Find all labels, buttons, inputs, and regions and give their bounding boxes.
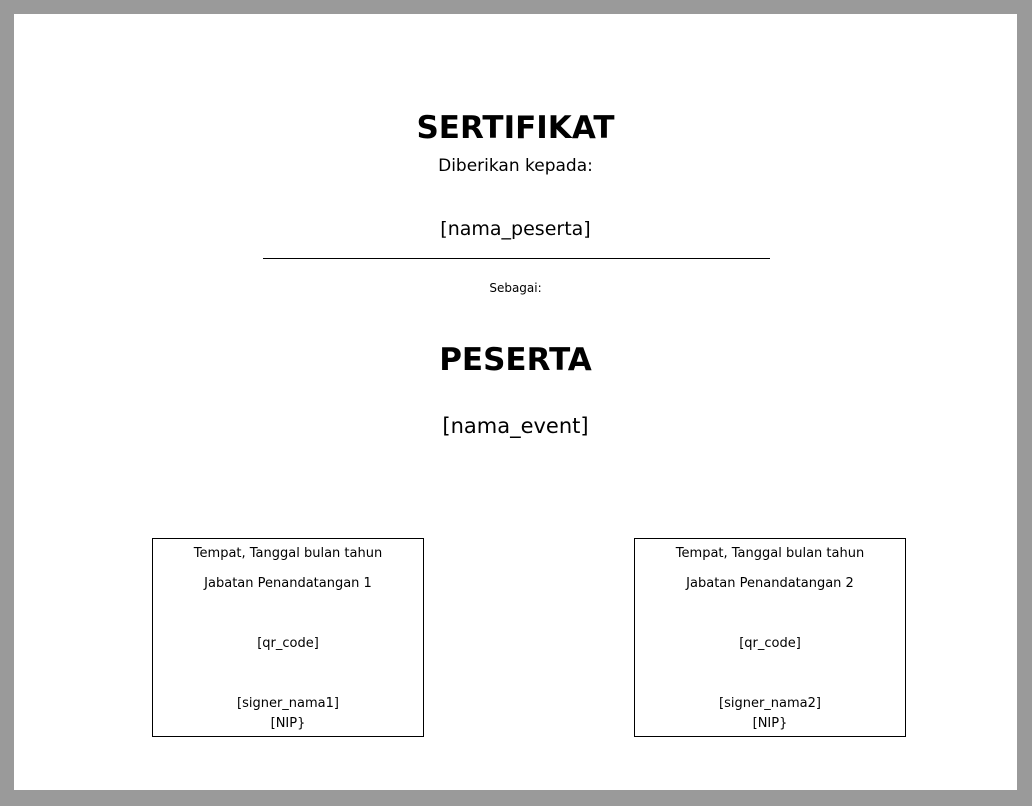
as-label: Sebagai: [489,281,542,295]
signer-name-placeholder: [signer_nama2] [719,696,821,711]
qr-code-placeholder: [qr_code] [739,636,801,651]
recipient-name-placeholder: [nama_peserta] [440,218,591,240]
signature-box-1: Tempat, Tanggal bulan tahun Jabatan Pena… [152,538,424,737]
signer-nip-placeholder: [NIP} [270,716,306,731]
event-name-placeholder: [nama_event] [442,414,589,438]
signer-name-placeholder: [signer_nama1] [237,696,339,711]
given-to-label: Diberikan kepada: [438,156,593,176]
place-date-text: Tempat, Tanggal bulan tahun [675,546,865,561]
certificate-page: SERTIFIKAT Diberikan kepada: [nama_peser… [14,14,1017,790]
signer-nip-placeholder: [NIP} [752,716,788,731]
qr-code-placeholder: [qr_code] [257,636,319,651]
signer-position: Jabatan Penandatangan 1 [204,576,372,591]
signature-box-2: Tempat, Tanggal bulan tahun Jabatan Pena… [634,538,906,737]
recipient-underline [263,258,770,259]
signer-position: Jabatan Penandatangan 2 [686,576,854,591]
participant-role: PESERTA [439,342,592,378]
place-date-text: Tempat, Tanggal bulan tahun [193,546,383,561]
certificate-title: SERTIFIKAT [416,110,615,146]
